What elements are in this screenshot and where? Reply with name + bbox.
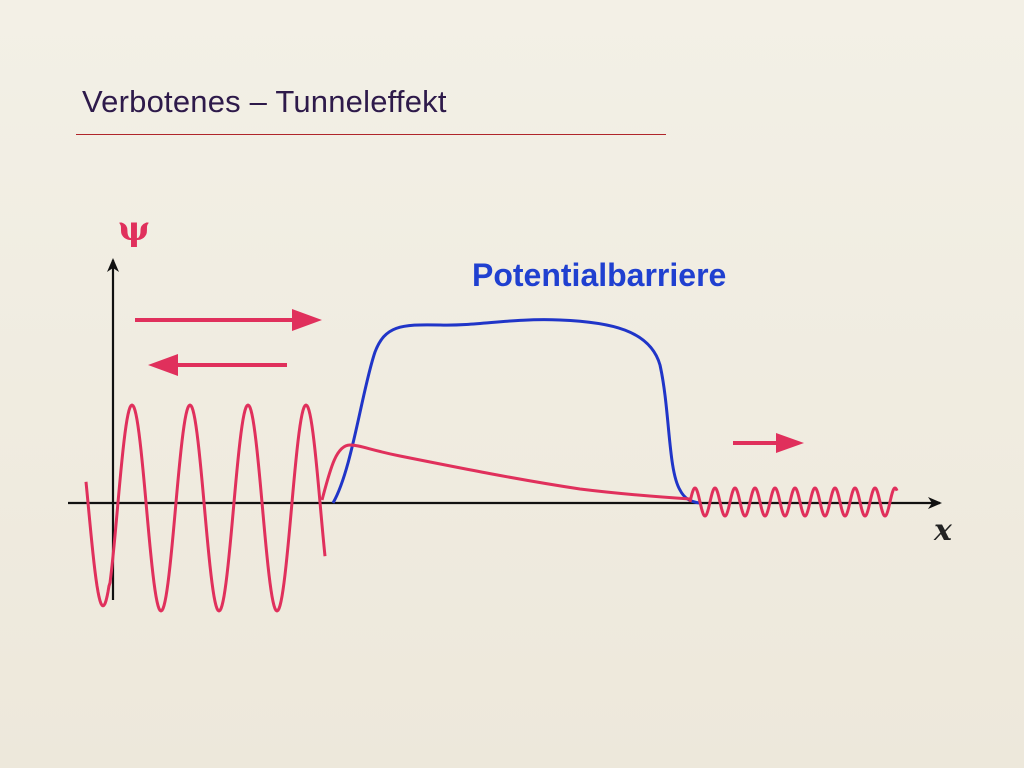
decaying-wave-curve (320, 443, 691, 501)
y-axis-label: ψ (118, 209, 150, 249)
title-divider (76, 134, 666, 135)
reflected-wave-arrow (148, 354, 287, 376)
potential-barrier-curve (331, 318, 701, 505)
barrier-label: Potentialbarriere (472, 257, 726, 293)
incident-wave-curve (84, 403, 327, 613)
transmitted-wave-curve (688, 486, 899, 518)
transmitted-wave-arrow (733, 433, 804, 453)
x-axis-label: x (933, 513, 953, 548)
incident-wave-arrow (135, 309, 322, 331)
slide-title: Verbotenes – Tunneleffekt (82, 84, 447, 119)
